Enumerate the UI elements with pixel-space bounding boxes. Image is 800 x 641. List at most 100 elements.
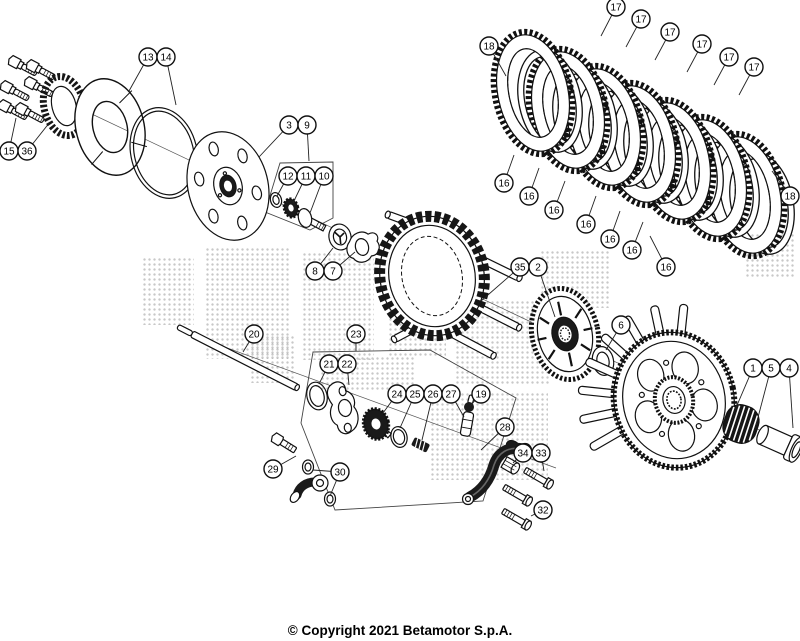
pressure-plate-3 bbox=[186, 131, 270, 241]
pin-shaft-10 bbox=[297, 208, 327, 232]
svg-text:16: 16 bbox=[604, 234, 616, 245]
callout-17: 17 bbox=[654, 22, 680, 61]
svg-text:3: 3 bbox=[286, 120, 292, 131]
ring-12 bbox=[269, 192, 283, 208]
callout-7: 7 bbox=[323, 251, 356, 281]
callout-12: 12 bbox=[276, 166, 298, 197]
oring-25 bbox=[390, 426, 408, 448]
callout-13: 13 bbox=[128, 47, 158, 92]
svg-text:18: 18 bbox=[483, 41, 495, 52]
svg-text:17: 17 bbox=[748, 62, 760, 73]
callout-35: 35 bbox=[480, 257, 530, 302]
callout-17: 17 bbox=[600, 0, 626, 37]
svg-text:17: 17 bbox=[635, 14, 647, 25]
callout-27: 27 bbox=[441, 384, 465, 418]
svg-text:33: 33 bbox=[535, 448, 547, 459]
callout-36: 36 bbox=[17, 121, 51, 161]
svg-text:4: 4 bbox=[786, 363, 792, 374]
callout-6: 6 bbox=[605, 315, 631, 351]
callout-34: 34 bbox=[512, 443, 533, 464]
svg-text:7: 7 bbox=[330, 266, 336, 277]
svg-text:35: 35 bbox=[514, 262, 526, 273]
svg-text:17: 17 bbox=[696, 39, 708, 50]
clutch-basket bbox=[577, 303, 738, 471]
callout-21: 21 bbox=[318, 354, 339, 385]
callout-14: 14 bbox=[156, 47, 177, 106]
svg-text:22: 22 bbox=[341, 359, 353, 370]
svg-text:16: 16 bbox=[626, 245, 638, 256]
nut-34 bbox=[500, 455, 521, 475]
clutch-center-2 bbox=[528, 285, 602, 383]
gasket-22 bbox=[326, 381, 359, 435]
push-rod-20 bbox=[176, 324, 301, 392]
callout-17: 17 bbox=[738, 57, 764, 96]
callout-18: 18 bbox=[771, 170, 800, 206]
bolt-middle bbox=[500, 482, 535, 508]
svg-text:16: 16 bbox=[548, 205, 560, 216]
svg-text:29: 29 bbox=[267, 464, 279, 475]
callout-28: 28 bbox=[480, 417, 515, 451]
piston-27 bbox=[459, 411, 475, 437]
callout-18: 18 bbox=[479, 36, 507, 77]
watermark-halftone bbox=[142, 257, 194, 325]
svg-text:2: 2 bbox=[535, 262, 541, 273]
callout-23: 23 bbox=[346, 324, 366, 351]
svg-text:12: 12 bbox=[282, 171, 294, 182]
svg-text:24: 24 bbox=[391, 389, 403, 400]
svg-text:13: 13 bbox=[142, 52, 154, 63]
svg-text:16: 16 bbox=[580, 219, 592, 230]
callout-11: 11 bbox=[292, 166, 316, 204]
svg-text:25: 25 bbox=[409, 389, 421, 400]
svg-text:19: 19 bbox=[475, 389, 487, 400]
callout-4: 4 bbox=[779, 358, 799, 429]
callout-16: 16 bbox=[622, 221, 644, 260]
bolt-32 bbox=[499, 506, 534, 532]
svg-text:16: 16 bbox=[660, 262, 672, 273]
callout-22: 22 bbox=[337, 354, 357, 386]
callout-32: 32 bbox=[530, 500, 553, 520]
callout-26: 26 bbox=[421, 384, 443, 441]
callout-15: 15 bbox=[0, 117, 19, 161]
callout-16: 16 bbox=[544, 180, 566, 220]
callout-3: 3 bbox=[258, 115, 299, 158]
callout-33: 33 bbox=[531, 443, 551, 472]
bushing-5 bbox=[756, 424, 800, 463]
callout-19: 19 bbox=[469, 384, 491, 407]
svg-text:28: 28 bbox=[499, 422, 511, 433]
callout-17: 17 bbox=[686, 34, 712, 73]
svg-text:26: 26 bbox=[427, 389, 439, 400]
svg-text:20: 20 bbox=[248, 329, 260, 340]
svg-text:8: 8 bbox=[312, 266, 318, 277]
elbow-fitting-30 bbox=[289, 459, 337, 507]
callout-20: 20 bbox=[242, 324, 264, 353]
callout-16: 16 bbox=[519, 167, 540, 206]
copyright-text: © Copyright 2021 Betamotor S.p.A. bbox=[287, 623, 513, 638]
clutch-disc-13 bbox=[74, 78, 147, 176]
needle-bearing-1 bbox=[722, 404, 760, 444]
svg-text:16: 16 bbox=[498, 178, 510, 189]
svg-text:32: 32 bbox=[537, 505, 549, 516]
callout-2: 2 bbox=[528, 257, 556, 318]
svg-text:34: 34 bbox=[517, 448, 529, 459]
retainer-plate-7 bbox=[346, 231, 380, 263]
svg-text:27: 27 bbox=[445, 389, 457, 400]
svg-text:1: 1 bbox=[750, 363, 756, 374]
banjo-bolt-29 bbox=[270, 432, 297, 454]
callout-10: 10 bbox=[309, 166, 334, 214]
callout-29: 29 bbox=[263, 455, 297, 479]
washer-gear-11 bbox=[282, 197, 300, 219]
svg-text:17: 17 bbox=[610, 2, 622, 13]
svg-text:36: 36 bbox=[21, 146, 33, 157]
callout-5: 5 bbox=[755, 358, 781, 426]
svg-text:11: 11 bbox=[301, 171, 312, 182]
callout-17: 17 bbox=[713, 47, 739, 86]
svg-text:9: 9 bbox=[304, 120, 310, 131]
callout-1: 1 bbox=[734, 358, 763, 411]
gear-24 bbox=[361, 407, 393, 441]
svg-text:21: 21 bbox=[323, 359, 335, 370]
svg-text:18: 18 bbox=[784, 191, 796, 202]
group-23-outline bbox=[300, 349, 517, 511]
